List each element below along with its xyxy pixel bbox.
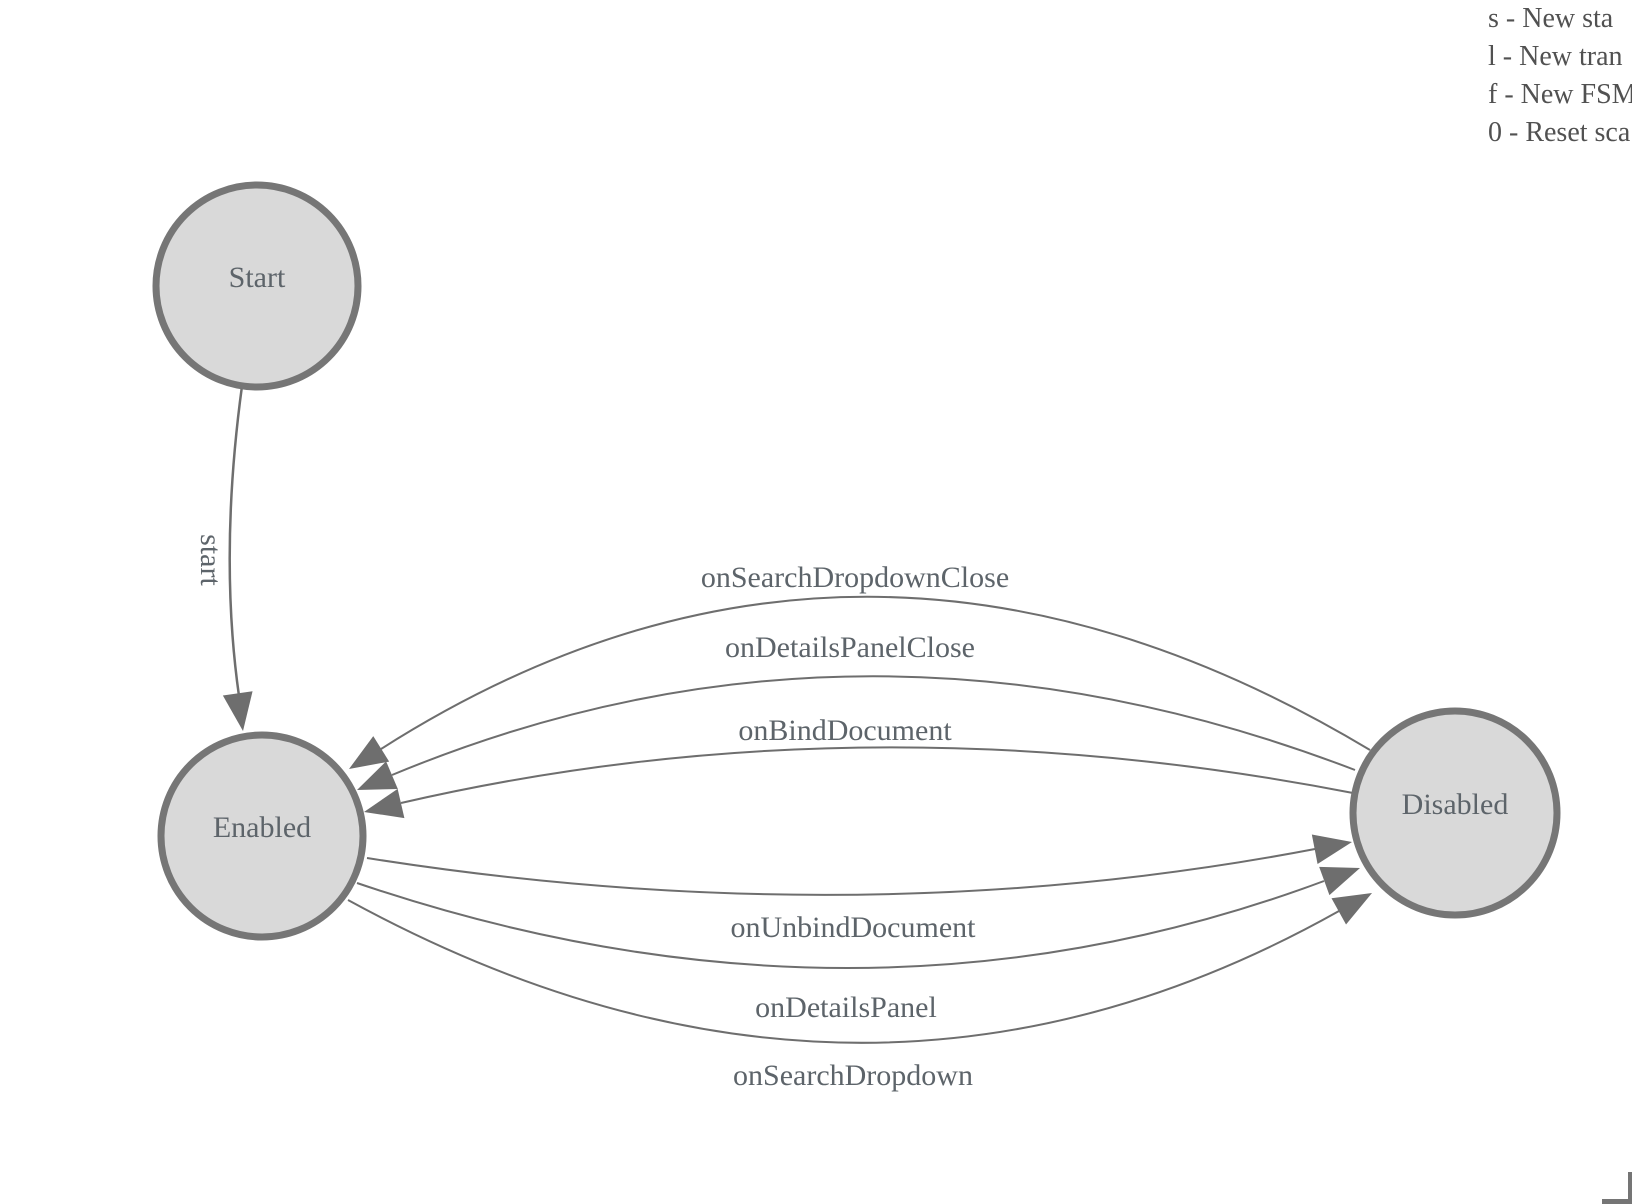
edge-label-bind-document: onBindDocument (738, 714, 952, 747)
edge-search-dropdown[interactable]: onSearchDropdown (347, 880, 1379, 1092)
state-circle-start[interactable] (152, 181, 362, 391)
arrowhead-icon (1331, 893, 1372, 925)
edge-label-start: start (194, 534, 227, 586)
edge-search-dropdown-close[interactable]: onSearchDropdownClose (341, 561, 1371, 782)
arrowhead-icon (222, 691, 253, 731)
edge-details-panel-close[interactable]: onDetailsPanelClose (351, 631, 1356, 804)
edge-label-unbind-document: onUnbindDocument (731, 911, 977, 944)
state-circle-enabled[interactable] (157, 731, 367, 941)
edge-path-bind-document[interactable] (400, 746, 1354, 804)
arrowhead-icon (357, 761, 398, 790)
edge-path-details-panel[interactable] (356, 880, 1325, 969)
arrowhead-icon (1311, 834, 1352, 864)
viewport-corner-handle (1602, 1199, 1632, 1204)
state-node-disabled[interactable]: Disabled (1349, 707, 1561, 919)
legend-line-new-state: s - New sta (1488, 3, 1614, 34)
legend-line-new-fsm: f - New FSM (1488, 79, 1632, 110)
edge-path-search-dropdown[interactable] (347, 899, 1340, 1044)
state-node-enabled[interactable]: Enabled (157, 731, 367, 941)
state-node-start[interactable]: Start (152, 181, 362, 391)
state-label-start: Start (229, 261, 286, 294)
edge-path-details-panel-close[interactable] (391, 675, 1356, 776)
edge-label-search-dropdown: onSearchDropdown (733, 1059, 973, 1092)
edge-bind-document[interactable]: onBindDocument (361, 714, 1354, 827)
edge-start-to-enabled[interactable]: start (194, 385, 258, 733)
edge-path-unbind-document[interactable] (366, 848, 1316, 896)
arrowhead-icon (364, 788, 405, 819)
shortcut-legend: s - New sta l - New tran f - New FSM 0 -… (1488, 0, 1632, 160)
state-label-disabled: Disabled (1402, 788, 1509, 821)
edge-path-start[interactable] (228, 385, 244, 697)
edge-unbind-document[interactable]: onUnbindDocument (366, 827, 1355, 944)
arrowhead-icon (349, 736, 390, 769)
edge-label-details-panel-close: onDetailsPanelClose (725, 631, 975, 664)
edge-path-search-dropdown-close[interactable] (380, 595, 1371, 751)
viewport-corner-handle (1628, 1172, 1632, 1204)
legend-line-new-transition: l - New tran (1488, 41, 1623, 72)
arrowhead-icon (1319, 866, 1360, 896)
edge-label-details-panel: onDetailsPanel (755, 991, 937, 1024)
state-circle-disabled[interactable] (1349, 707, 1561, 919)
legend-line-reset: 0 - Reset sca (1488, 117, 1631, 148)
state-label-enabled: Enabled (213, 811, 311, 844)
edge-details-panel[interactable]: onDetailsPanel (356, 854, 1365, 1024)
edge-label-search-dropdown-close: onSearchDropdownClose (701, 561, 1009, 594)
